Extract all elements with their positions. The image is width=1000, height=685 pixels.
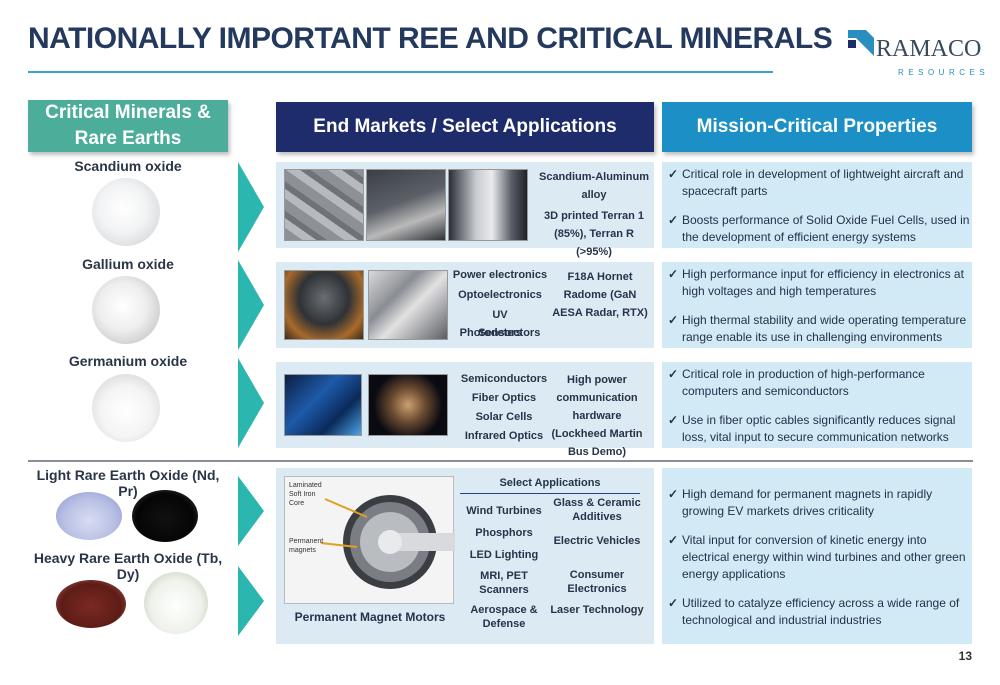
property-bullet: ✓Utilized to catalyze efficiency across … — [668, 596, 960, 627]
title-underline — [28, 71, 773, 73]
page-number: 13 — [958, 649, 972, 663]
header-mission-critical: Mission-Critical Properties — [662, 102, 972, 152]
motor-illustration-icon — [320, 495, 455, 589]
app-aerospace-defense: Aerospace & Defense — [470, 604, 538, 630]
app-laser-technology: Laser Technology — [550, 604, 644, 616]
property-bullet: ✓Use in fiber optic cables significantly… — [668, 413, 956, 444]
heavy-ree-white-powder-image — [144, 572, 208, 634]
header-end-markets: End Markets / Select Applications — [276, 102, 654, 152]
germanium-properties-box: ✓Critical role in production of high-per… — [662, 362, 972, 448]
app-semiconductors: Semiconductors — [460, 373, 548, 385]
app-led-lighting: LED Lighting — [469, 549, 539, 561]
app-solar-cells: Solar Cells — [475, 411, 533, 423]
property-bullet: ✓High performance input for efficiency i… — [668, 267, 964, 298]
app-optoelectronics: Optoelectronics — [458, 289, 542, 301]
arrow-right-icon — [238, 260, 264, 350]
heavy-ree-red-powder-image — [56, 580, 126, 628]
germanium-oxide-powder-image — [92, 374, 160, 442]
app-power-electronics: Power electronics — [452, 269, 548, 281]
light-ree-black-powder-image — [132, 490, 198, 542]
section-divider — [28, 460, 973, 462]
check-icon: ✓ — [668, 487, 679, 501]
permanent-magnet-motor-image: Laminated Soft Iron Core Permanent magne… — [284, 476, 455, 604]
app-high-power-communication: High power communication hardware (Lockh… — [551, 374, 643, 458]
app-infrared-optics: Infrared Optics — [464, 430, 544, 442]
mineral-heavy-ree-oxide: Heavy Rare Earth Oxide (Tb, Dy) — [33, 550, 223, 582]
property-bullet: ✓Vital input for conversion of kinetic e… — [668, 533, 966, 581]
gallium-wafers-photo — [284, 270, 364, 340]
app-electric-vehicles: Electric Vehicles — [553, 535, 641, 547]
logo-name: RAMACO — [876, 36, 982, 62]
check-icon: ✓ — [668, 413, 679, 427]
property-bullet: ✓High demand for permanent magnets in ra… — [668, 487, 933, 518]
property-bullet: ✓Boosts performance of Solid Oxide Fuel … — [668, 213, 970, 244]
motor-label-magnets: Permanent magnets — [289, 538, 324, 554]
ree-properties-box: ✓High demand for permanent magnets in ra… — [662, 468, 972, 644]
ramaco-logo: RAMACO RESOURCES — [848, 28, 985, 80]
property-bullet: ✓Critical role in production of high-per… — [668, 367, 925, 398]
check-icon: ✓ — [668, 313, 679, 327]
mineral-germanium-oxide: Germanium oxide — [68, 353, 188, 369]
check-icon: ✓ — [668, 367, 679, 381]
page-title: NATIONALLY IMPORTANT REE AND CRITICAL MI… — [28, 22, 833, 55]
gallium-properties-box: ✓High performance input for efficiency i… — [662, 262, 972, 348]
app-uv-photodetectors: UV Photodetectors — [459, 309, 541, 339]
app-mri-pet-scanners: MRI, PET Scanners — [479, 570, 529, 596]
arrow-right-icon — [238, 566, 264, 636]
check-icon: ✓ — [668, 213, 679, 227]
select-applications-underline — [460, 493, 640, 494]
semiconductor-chip-photo — [284, 374, 362, 436]
check-icon: ✓ — [668, 167, 679, 181]
check-icon: ✓ — [668, 533, 679, 547]
ree-applications-box: Laminated Soft Iron Core Permanent magne… — [276, 468, 654, 644]
permanent-magnet-motors-caption: Permanent Magnet Motors — [294, 610, 446, 624]
terran-rocket-hangar-photo — [448, 169, 528, 241]
property-bullet: ✓High thermal stability and wide operati… — [668, 313, 967, 344]
scandium-properties-box: ✓Critical role in development of lightwe… — [662, 162, 972, 248]
f18a-radome-photo — [368, 270, 448, 340]
arrow-right-icon — [238, 358, 264, 448]
gallium-oxide-powder-image — [92, 276, 160, 344]
motor-label-core: Laminated Soft Iron Core — [289, 482, 322, 507]
ramaco-logo-mark-icon — [848, 30, 874, 56]
select-applications-title: Select Applications — [499, 477, 601, 489]
header-critical-minerals: Critical Minerals & Rare Earths — [28, 100, 228, 152]
scandium-alloy-cubes-photo — [284, 169, 364, 241]
app-sensors: Sensors — [478, 327, 522, 339]
app-scandium-aluminum-alloy: Scandium-Aluminum alloy — [538, 171, 649, 201]
check-icon: ✓ — [668, 267, 679, 281]
app-wind-turbines: Wind Turbines — [466, 505, 542, 517]
scandium-oxide-powder-image — [92, 178, 160, 246]
arrow-right-icon — [238, 476, 264, 546]
app-f18a-hornet-radome: F18A Hornet Radome (GaN AESA Radar, RTX) — [552, 271, 648, 319]
app-consumer-electronics: Consumer Electronics — [567, 569, 627, 595]
logo-subtitle: RESOURCES — [898, 68, 990, 77]
mineral-scandium-oxide: Scandium oxide — [74, 158, 182, 174]
app-3d-printed-terran: 3D printed Terran 1 (85%), Terran R (>95… — [543, 210, 645, 258]
light-ree-purple-powder-image — [56, 492, 122, 540]
property-bullet: ✓Critical role in development of lightwe… — [668, 167, 964, 198]
gallium-applications-box: Power electronics Optoelectronics UV Pho… — [276, 262, 654, 348]
mineral-gallium-oxide: Gallium oxide — [82, 256, 174, 272]
arrow-right-icon — [238, 162, 264, 252]
app-phosphors: Phosphors — [475, 527, 533, 539]
app-fiber-optics: Fiber Optics — [471, 392, 537, 404]
3d-printing-machine-photo — [366, 169, 446, 241]
app-glass-ceramic-additives: Glass & Ceramic Additives — [553, 497, 641, 523]
scandium-applications-box: Scandium-Aluminum alloy 3D printed Terra… — [276, 162, 654, 258]
communication-satellite-photo — [368, 374, 448, 436]
mineral-light-ree-oxide: Light Rare Earth Oxide (Nd, Pr) — [36, 467, 220, 499]
germanium-applications-box: Semiconductors Fiber Optics Solar Cells … — [276, 362, 654, 458]
check-icon: ✓ — [668, 596, 679, 610]
